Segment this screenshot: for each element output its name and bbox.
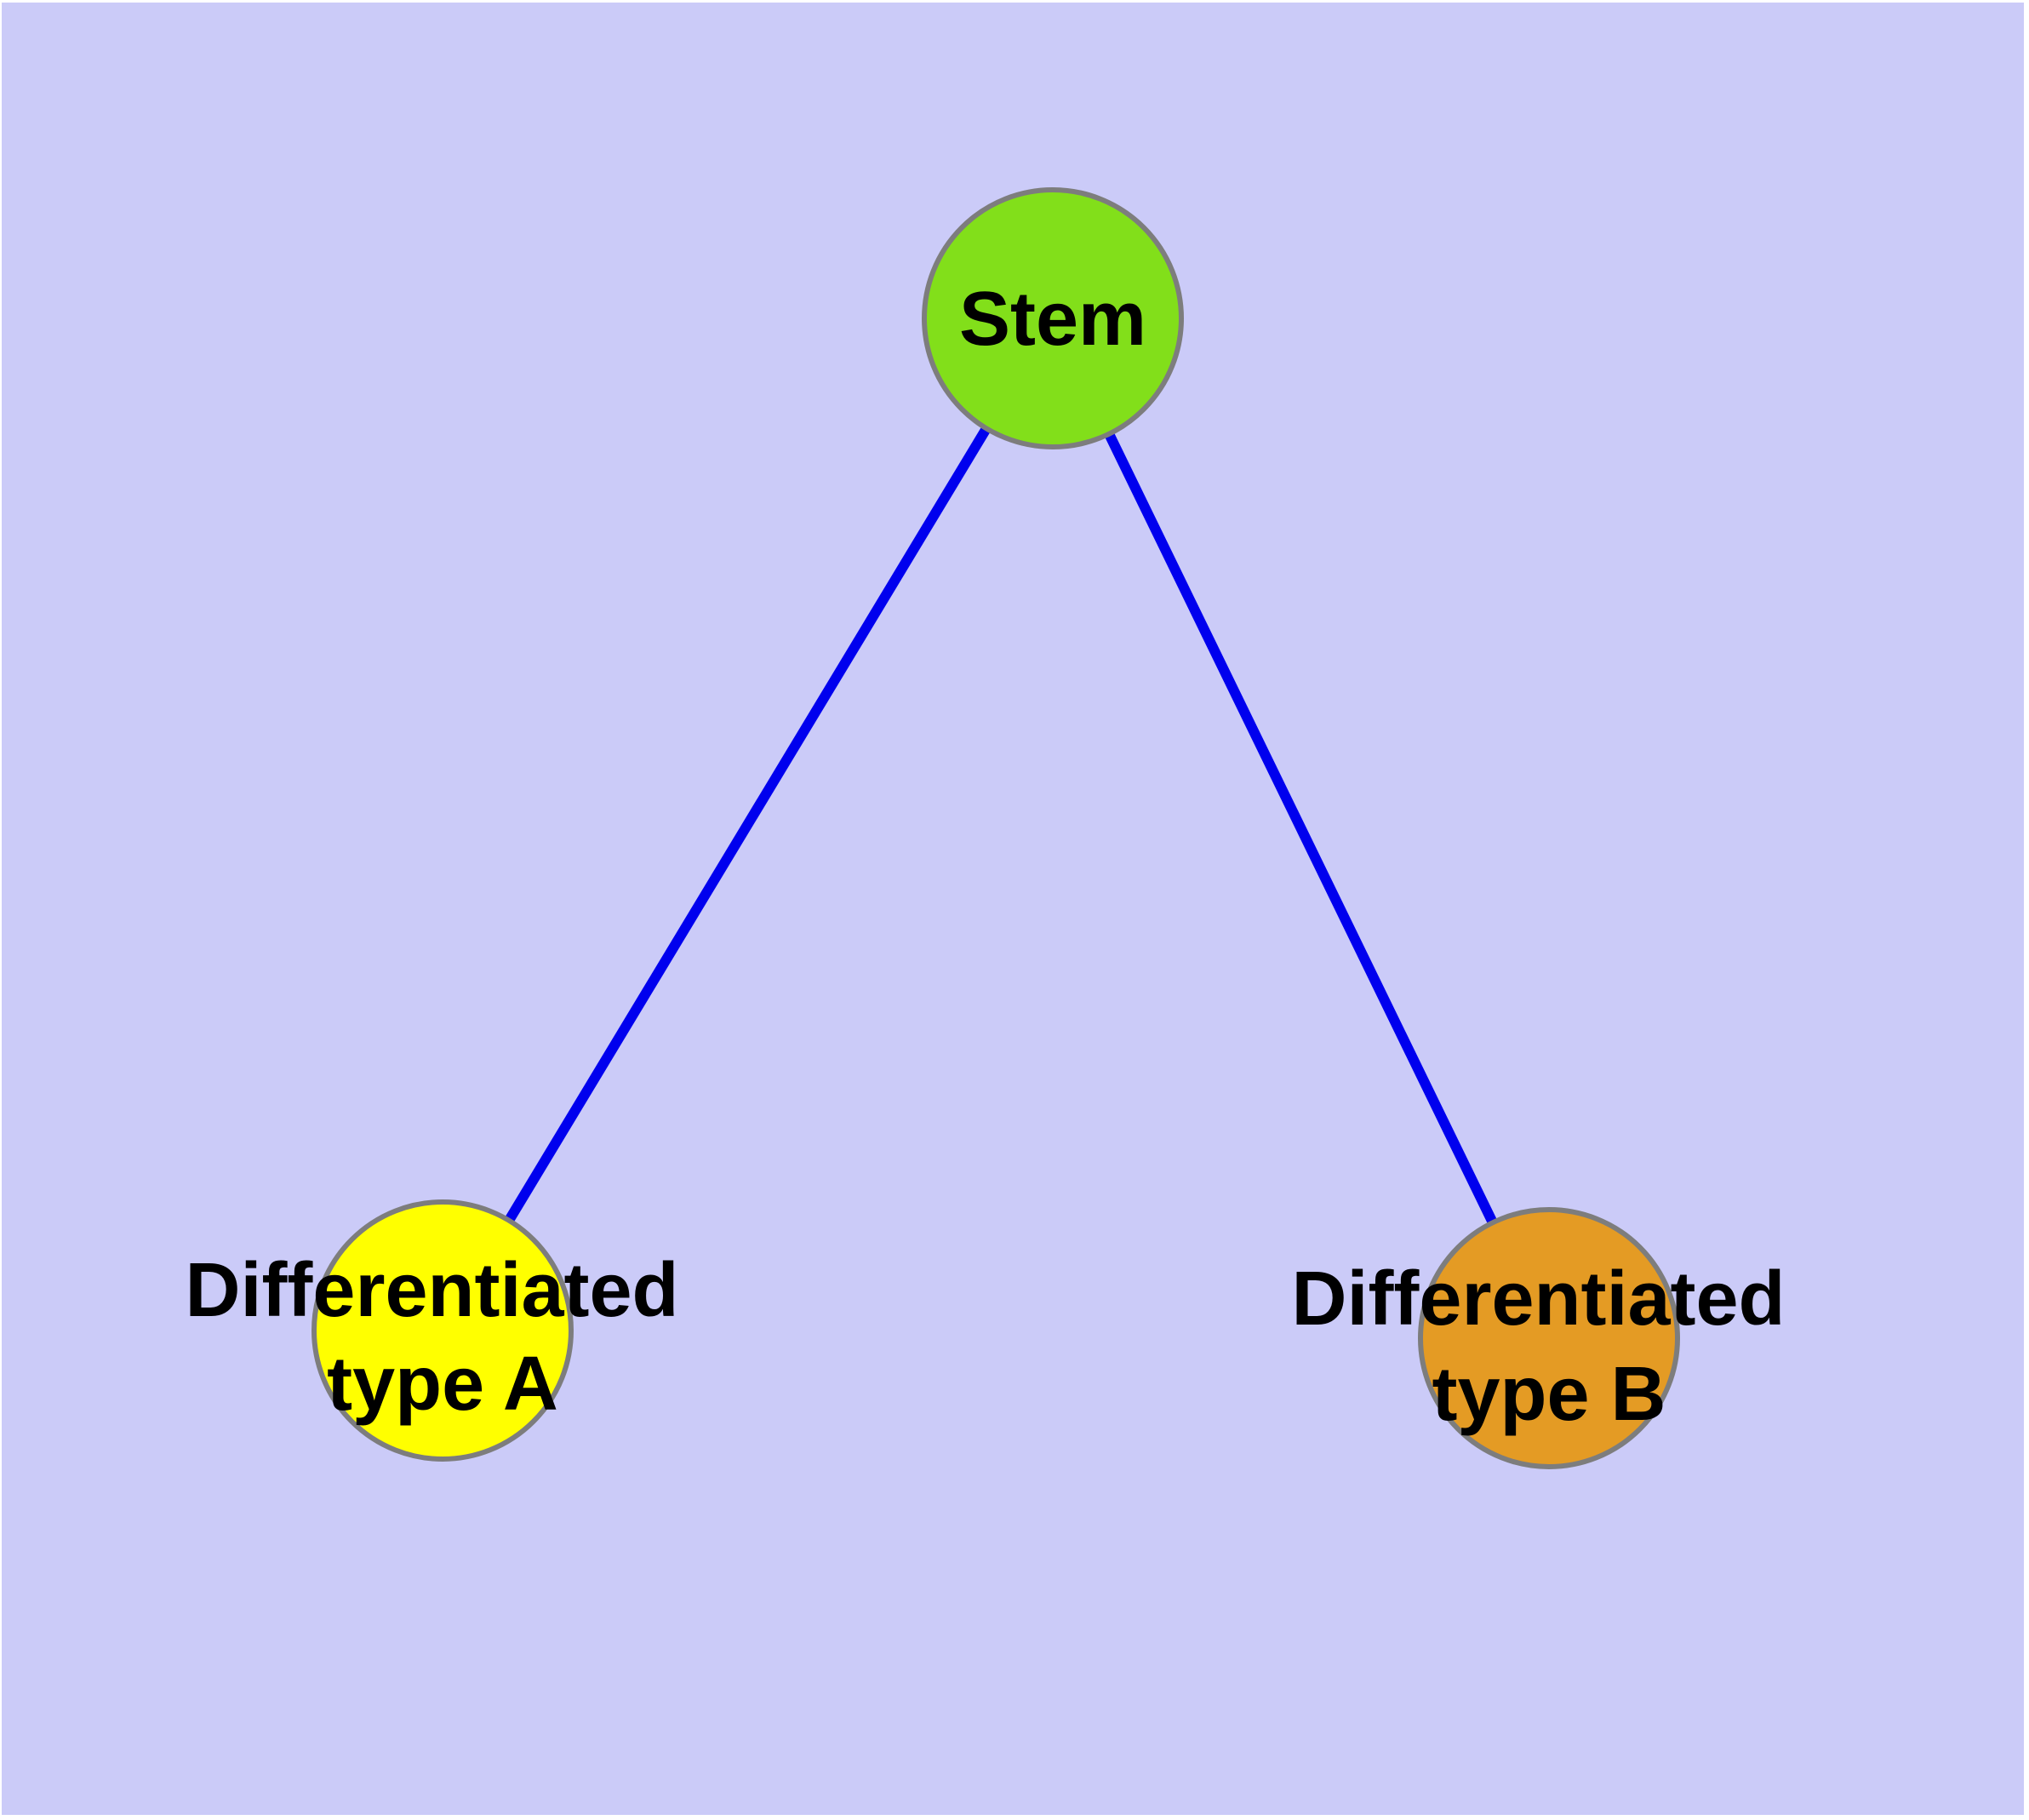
node-stem-circle bbox=[922, 187, 1184, 449]
edge-stem-to-type-b bbox=[1048, 316, 1554, 1341]
node-type-b-label-line2: type B bbox=[1432, 1352, 1666, 1437]
node-type-b-circle bbox=[1418, 1207, 1680, 1469]
node-type-b-label-line1: Differentiated bbox=[1291, 1256, 1785, 1342]
node-type-a-circle bbox=[311, 1199, 574, 1462]
edge-stem-to-type-a bbox=[437, 315, 1058, 1334]
node-type-a-label: Differentiated type A bbox=[185, 1248, 700, 1427]
node-type-b-label: Differentiated type B bbox=[1291, 1256, 1806, 1437]
node-stem-label: Stem bbox=[959, 277, 1146, 362]
node-type-a-label-line1: Differentiated bbox=[185, 1248, 678, 1333]
node-type-a-label-line2: type A bbox=[327, 1342, 558, 1427]
